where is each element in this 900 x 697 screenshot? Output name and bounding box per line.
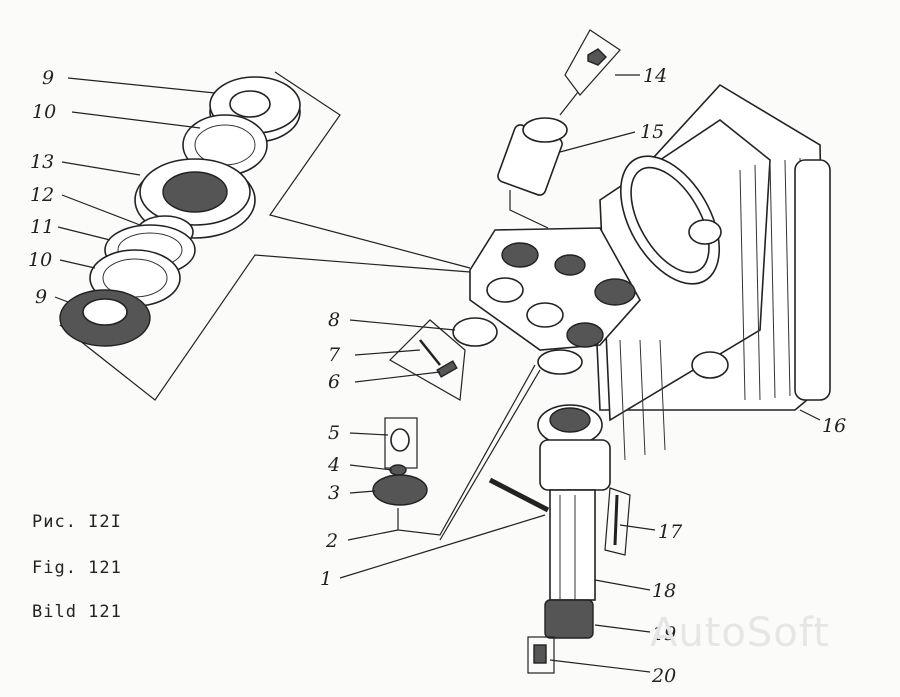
label-10-top: 10 [32,101,56,123]
label-9-top: 9 [42,67,54,89]
bracket-16 [594,83,831,461]
kingpin-18 [537,404,611,601]
label-5: 5 [328,422,340,444]
parts-6-7-8 [389,317,498,401]
label-17: 17 [658,521,683,543]
tube-2 [397,364,536,536]
caption-en: Fig. 121 [32,558,122,578]
caption-ru: Рис. I2I [32,512,122,532]
label-10-bottom: 10 [28,249,52,271]
label-15: 15 [640,121,664,143]
bushing-19 [544,599,594,639]
watermark: AutoSoft [650,610,830,656]
bearing-inset [59,71,471,401]
part-labels: 9 10 13 12 11 10 9 8 7 6 5 4 3 2 1 14 15… [28,65,846,687]
label-20: 20 [651,665,676,687]
label-4: 4 [327,454,340,476]
mounting-plate [469,227,641,375]
washer-9-bottom [59,289,151,347]
leader-lines [54,74,821,673]
label-19: 19 [652,623,676,645]
label-8: 8 [328,309,340,331]
label-6: 6 [328,371,340,393]
parts-3-4-5 [372,417,428,506]
label-9-bottom: 9 [35,286,47,308]
grease-fitting-20 [527,636,555,674]
label-11: 11 [30,216,54,238]
label-14: 14 [643,65,667,87]
label-1: 1 [320,568,332,590]
label-16: 16 [822,415,846,437]
cylinder-15 [497,117,568,229]
label-12: 12 [30,184,54,206]
pin-17 [604,487,631,556]
label-7: 7 [328,344,341,366]
label-2: 2 [325,530,338,552]
label-13: 13 [30,151,54,173]
label-3: 3 [328,482,340,504]
caption-de: Bild 121 [32,602,122,622]
label-18: 18 [652,580,676,602]
fitting-14 [559,29,621,116]
bolt-1 [439,369,550,541]
